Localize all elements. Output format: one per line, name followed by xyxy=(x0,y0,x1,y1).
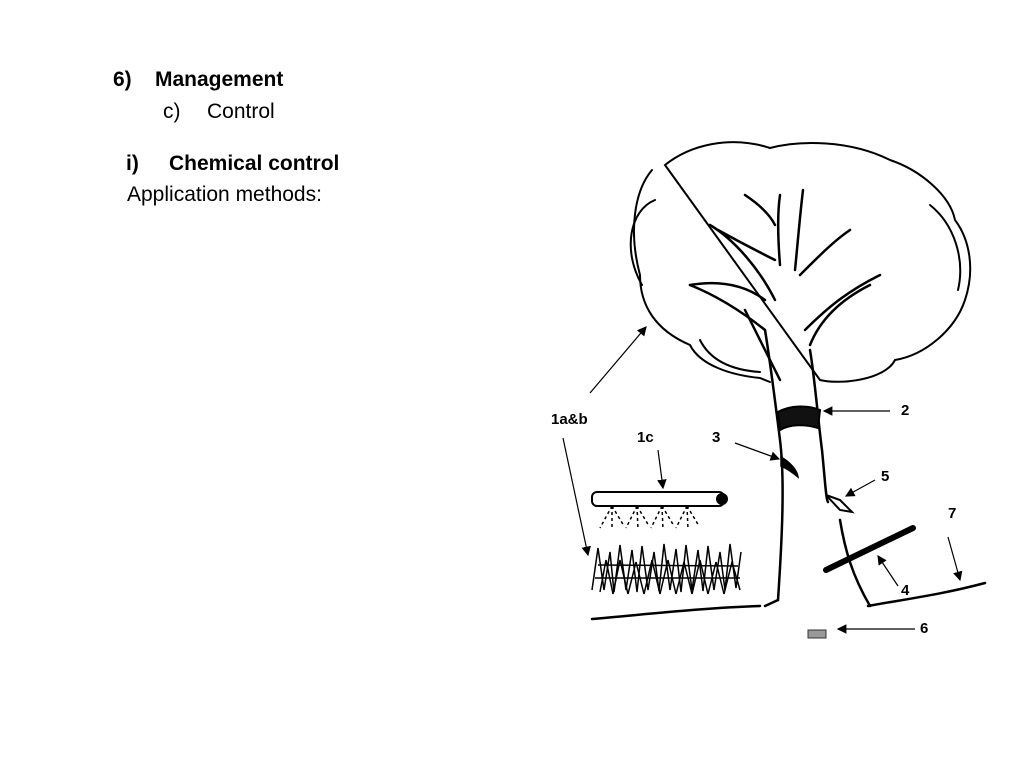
body-text: Application methods: xyxy=(127,183,322,206)
subheading-title: Control xyxy=(207,100,275,123)
label-1ab: 1a&b xyxy=(551,411,588,428)
injection-stick xyxy=(823,525,916,573)
trunk-band xyxy=(776,405,822,432)
soil-pellet xyxy=(807,629,827,639)
label-6: 6 xyxy=(920,620,928,637)
section-title: Chemical control xyxy=(169,152,340,175)
label-7: 7 xyxy=(948,505,956,522)
label-3: 3 xyxy=(712,429,720,446)
tree-canopy xyxy=(629,141,972,383)
spray-boom xyxy=(591,491,728,531)
label-1c: 1c xyxy=(637,429,654,446)
ground-lines xyxy=(590,581,987,621)
bark-flap xyxy=(825,494,855,514)
tree-trunk xyxy=(688,188,882,608)
leader-arrows xyxy=(562,326,963,634)
grass-weeds xyxy=(591,543,742,595)
heading-number: 6) xyxy=(113,68,132,91)
label-4: 4 xyxy=(901,582,910,599)
section-number: i) xyxy=(126,152,139,175)
label-5: 5 xyxy=(881,468,889,485)
trunk-frill xyxy=(780,455,800,479)
label-2: 2 xyxy=(901,402,909,419)
subheading-letter: c) xyxy=(163,100,181,123)
heading-title: Management xyxy=(155,68,284,91)
